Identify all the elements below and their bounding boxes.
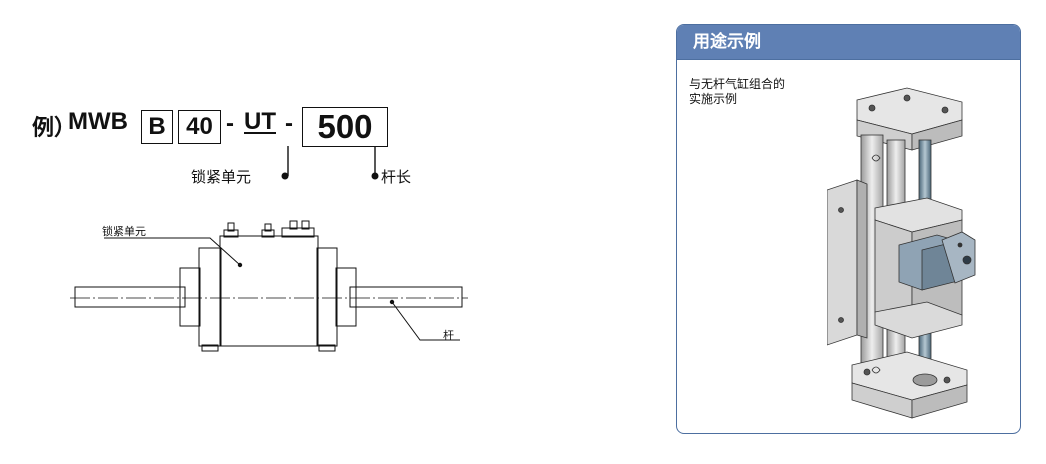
code-box-stroke: 500	[302, 107, 388, 147]
code-lock-option: UT	[244, 108, 276, 135]
application-example-panel: 用途示例 与无杆气缸组合的 实施示例	[676, 24, 1021, 434]
model-series: MWB	[68, 108, 128, 135]
example-prefix: 例）	[32, 116, 77, 141]
code-box-b: B	[141, 110, 173, 144]
lock-unit-label: 锁紧单元	[191, 168, 252, 186]
drawing-lock-unit-label: 锁紧单元	[102, 225, 146, 238]
code-dash-2: -	[285, 110, 293, 137]
panel-title: 用途示例	[677, 25, 1020, 60]
rod-length-label: 杆长	[381, 168, 412, 186]
code-box-bore: 40	[178, 110, 221, 144]
panel-desc-line-2: 实施示例	[689, 92, 738, 106]
code-dash-1: -	[226, 110, 234, 137]
rodless-cylinder-illustration	[827, 87, 976, 419]
drawing-rod-label: 杆	[443, 329, 454, 342]
panel-description: 与无杆气缸组合的 实施示例	[689, 77, 839, 107]
panel-desc-line-1: 与无杆气缸组合的	[689, 77, 786, 91]
